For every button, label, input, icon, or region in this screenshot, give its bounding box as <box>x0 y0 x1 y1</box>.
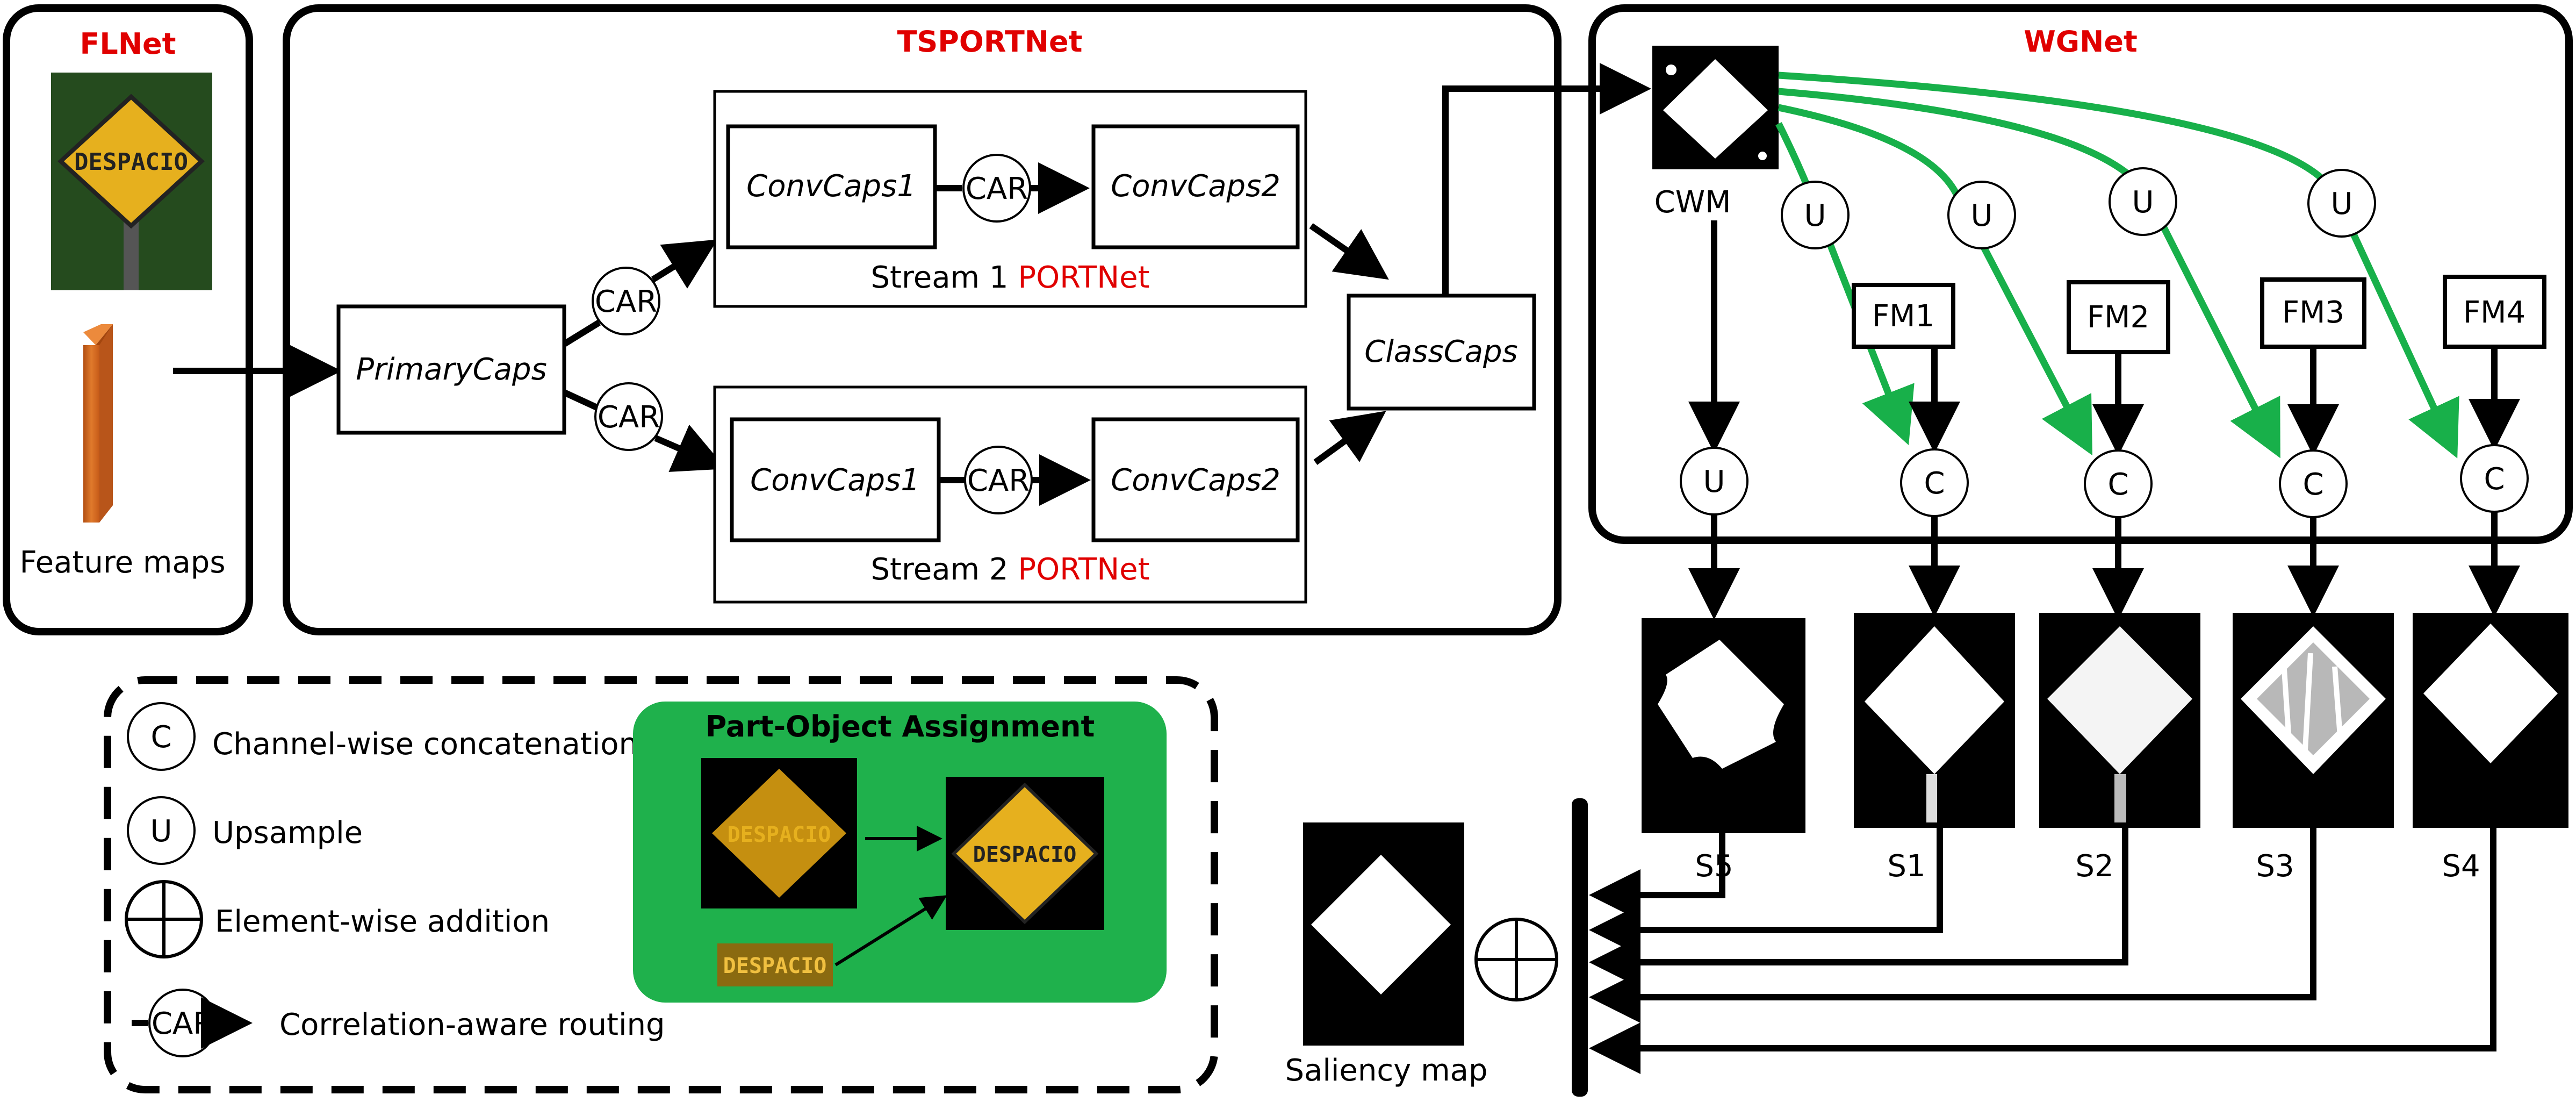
upsample-label-2: U <box>1971 198 1993 233</box>
stream1-convcaps2-box <box>1091 124 1300 249</box>
stream1-portnet: ConvCaps1 CAR ConvCaps2 Stream 1 PORTNet <box>713 90 1307 308</box>
s2-label: S2 <box>2075 849 2113 884</box>
fm1-label: FM1 <box>1872 299 1934 334</box>
poa-panel: Part-Object Assignment DESPACIO DESPACIO… <box>633 702 1167 1003</box>
upsample-circle-3 <box>2109 167 2177 236</box>
stream2-convcaps2-label: ConvCaps2 <box>1111 463 1280 498</box>
wgnet-panel: WGNet CWM U U U U U FM1 <box>1588 4 2573 544</box>
s4-label: S4 <box>2442 849 2480 884</box>
stream2-car-label: CAR <box>967 463 1030 498</box>
classcaps-box <box>1347 294 1536 411</box>
concat-label-4: C <box>2484 462 2505 497</box>
fm3-label: FM3 <box>2282 295 2344 330</box>
classcaps-label: ClassCaps <box>1364 334 1517 369</box>
side-output-s4 <box>2413 613 2568 828</box>
stream2-convcaps2-box <box>1091 417 1300 542</box>
poa-title: Part-Object Assignment <box>706 710 1095 743</box>
stream1-label: Stream 1 PORTNet <box>870 260 1149 295</box>
side-output-s5 <box>1642 618 1805 833</box>
legend-panel: C Channel-wise concatenation U Upsample … <box>104 676 1218 1093</box>
legend-c-text: Channel-wise concatenation <box>212 727 638 762</box>
car-circle-upper <box>592 267 660 335</box>
tsportnet-panel: TSPORTNet PrimaryCaps CAR CAR ConvCaps1 … <box>283 4 1562 635</box>
side-output-s2 <box>2039 613 2200 828</box>
s5-label: S5 <box>1695 849 1733 884</box>
cwm-image <box>1652 46 1779 169</box>
legend-car-text: Correlation-aware routing <box>279 1007 665 1042</box>
side-output-s3 <box>2233 613 2394 828</box>
car-circle-lower <box>594 382 663 451</box>
legend-u-symbol: U <box>150 814 172 849</box>
flnet-title: FLNet <box>80 27 176 61</box>
legend-add-text: Element-wise addition <box>215 904 550 939</box>
fm4-box <box>2443 275 2546 349</box>
saliency-label: Saliency map <box>1285 1053 1487 1088</box>
fm1-box <box>1852 283 1955 349</box>
upsample-label-3: U <box>2132 185 2154 220</box>
poa-object-sign-text: DESPACIO <box>973 842 1077 867</box>
s3-label: S3 <box>2256 849 2294 884</box>
car-label-upper: CAR <box>595 284 657 319</box>
fusion-lines <box>1589 828 2496 1074</box>
fm4-label: FM4 <box>2463 295 2525 330</box>
input-sign-photo: DESPACIO <box>51 73 212 290</box>
s1-label: S1 <box>1887 849 1925 884</box>
stream2-convcaps1-label: ConvCaps1 <box>750 463 920 498</box>
poa-text-strip: DESPACIO <box>717 943 833 986</box>
cwm-label: CWM <box>1654 185 1731 220</box>
cwm-upsample-label: U <box>1703 464 1725 499</box>
primarycaps-box <box>336 304 566 435</box>
input-sign-text: DESPACIO <box>74 148 188 176</box>
fm3-box <box>2260 277 2366 349</box>
poa-strip-text: DESPACIO <box>723 954 827 978</box>
legend-car-symbol: CAR <box>152 1006 214 1041</box>
poa-parts-sign-text: DESPACIO <box>728 822 831 847</box>
legend-add-symbol <box>125 880 203 958</box>
side-output-s1 <box>1854 613 2015 828</box>
legend-c-symbol: C <box>150 720 171 755</box>
saliency-map <box>1303 822 1464 1046</box>
flnet-panel: FLNet DESPACIO Feature maps <box>3 4 253 635</box>
car-label-lower: CAR <box>598 400 660 435</box>
concat-label-3: C <box>2302 467 2323 502</box>
concat-label-1: C <box>1924 466 1945 501</box>
legend-u-circle <box>127 796 196 865</box>
stream2-portnet: ConvCaps1 CAR ConvCaps2 Stream 2 PORTNet <box>713 385 1307 604</box>
stream2-label: Stream 2 PORTNet <box>870 552 1149 587</box>
fm2-label: FM2 <box>2087 300 2149 335</box>
stream1-car-circle <box>962 154 1031 223</box>
upsample-label-1: U <box>1804 198 1826 233</box>
upsample-label-4: U <box>2331 187 2353 221</box>
stream1-convcaps1-label: ConvCaps1 <box>746 169 916 204</box>
stream2-convcaps1-box <box>730 417 941 542</box>
poa-object-image: DESPACIO <box>946 777 1104 930</box>
concat-label-2: C <box>2107 467 2128 502</box>
wgnet-title: WGNet <box>2024 25 2138 59</box>
elementwise-add-symbol <box>1474 918 1558 1001</box>
primarycaps-label: PrimaryCaps <box>356 352 547 387</box>
legend-c-circle <box>127 702 196 771</box>
upsample-circle-4 <box>2307 169 2376 238</box>
legend-u-text: Upsample <box>212 815 363 850</box>
feature-map-slab <box>83 324 113 523</box>
arrow-classcaps-to-cwm <box>1442 63 1651 296</box>
fusion-bar <box>1572 798 1588 1097</box>
tsportnet-title: TSPORTNet <box>897 25 1083 59</box>
stream1-car-label: CAR <box>966 171 1028 206</box>
poa-parts-image: DESPACIO <box>701 758 857 908</box>
stream1-convcaps2-label: ConvCaps2 <box>1111 169 1280 204</box>
upsample-circle-1 <box>1781 181 1850 249</box>
upsample-circle-2 <box>1947 181 2016 249</box>
feature-maps-label: Feature maps <box>19 545 225 580</box>
